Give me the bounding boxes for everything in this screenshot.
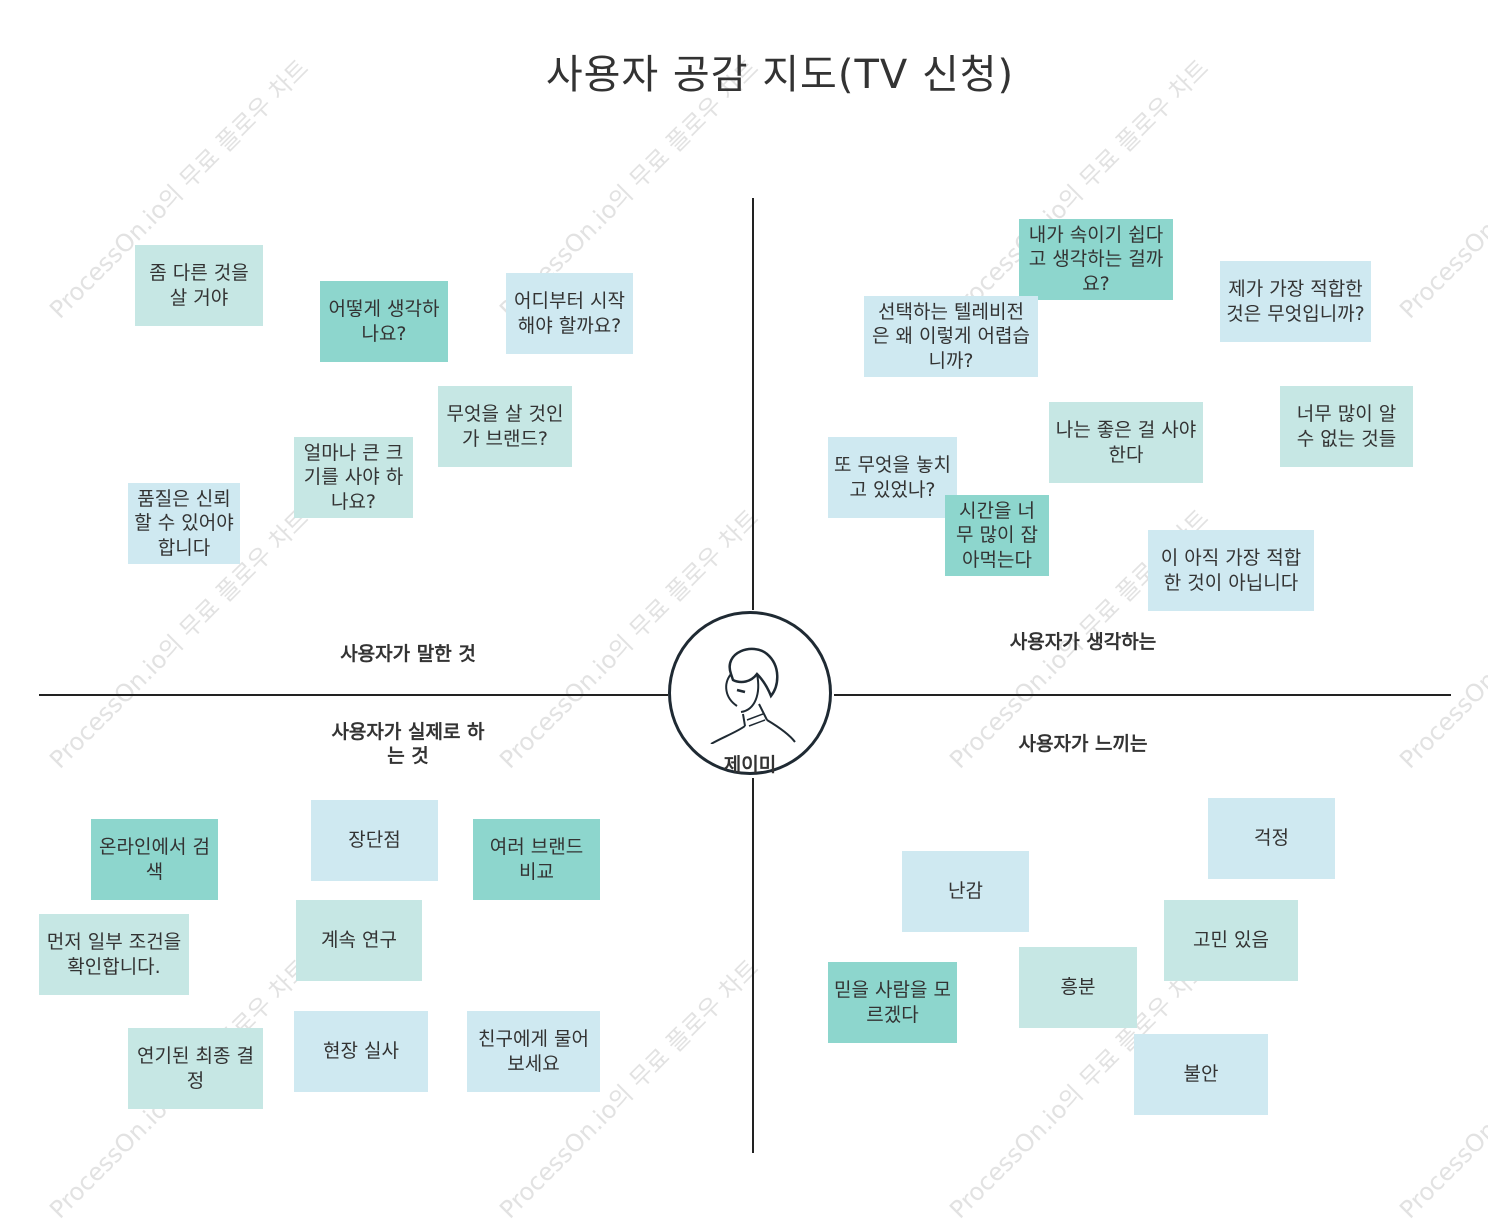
sticky-note-feels: 난감 (902, 851, 1029, 932)
quadrant-label-does: 사용자가 실제로 하는 것 (331, 721, 485, 767)
watermark: ProcessOn.io의 무료 플로우 차트 (1394, 954, 1488, 1225)
sticky-note-thinks: 시간을 너무 많이 잡아먹는다 (945, 495, 1049, 576)
vertical-axis-top (752, 198, 754, 610)
persona-sketch-icon (710, 647, 796, 744)
sticky-note-feels: 불안 (1134, 1034, 1268, 1115)
persona-name: 제이미 (723, 754, 777, 776)
sticky-note-does: 연기된 최종 결정 (128, 1028, 263, 1109)
sticky-note-says: 무엇을 살 것인가 브랜드? (438, 386, 572, 467)
sticky-note-thinks: 나는 좋은 걸 사야 한다 (1049, 402, 1203, 483)
persona-circle: 제이미 (668, 611, 832, 776)
quadrant-label-says: 사용자가 말한 것 (340, 643, 476, 665)
sticky-note-does: 현장 실사 (294, 1011, 428, 1092)
sticky-note-does: 계속 연구 (296, 900, 422, 981)
sticky-note-does: 먼저 일부 조건을 확인합니다. (39, 914, 189, 995)
sticky-note-thinks: 제가 가장 적합한 것은 무엇입니까? (1220, 261, 1371, 342)
sticky-note-says: 좀 다른 것을 살 거야 (135, 245, 263, 326)
page-title: 사용자 공감 지도(TV 신청) (545, 52, 1015, 98)
sticky-note-feels: 믿을 사람을 모르겠다 (828, 962, 957, 1043)
sticky-note-does: 온라인에서 검색 (91, 819, 218, 900)
horizontal-axis-right (834, 694, 1451, 696)
sticky-note-feels: 고민 있음 (1164, 900, 1298, 981)
sticky-note-thinks: 또 무엇을 놓치고 있었나? (828, 437, 957, 518)
sticky-note-does: 장단점 (311, 800, 438, 881)
sticky-note-thinks: 내가 속이기 쉽다고 생각하는 걸까요? (1019, 219, 1173, 300)
sticky-note-feels: 흥분 (1019, 947, 1137, 1028)
sticky-note-does: 친구에게 물어보세요 (467, 1011, 600, 1092)
watermark: ProcessOn.io의 무료 플로우 차트 (1394, 504, 1488, 775)
vertical-axis-bottom (752, 778, 754, 1153)
sticky-note-thinks: 선택하는 텔레비전은 왜 이렇게 어렵습니까? (864, 296, 1038, 377)
sticky-note-says: 어떻게 생각하나요? (320, 281, 448, 362)
sticky-note-does: 여러 브랜드 비교 (473, 819, 600, 900)
quadrant-label-thinks: 사용자가 생각하는 (1009, 631, 1157, 653)
sticky-note-says: 품질은 신뢰할 수 있어야 합니다 (128, 483, 240, 564)
sticky-note-says: 얼마나 큰 크기를 사야 하나요? (294, 437, 413, 518)
sticky-note-says: 어디부터 시작해야 할까요? (506, 273, 633, 354)
sticky-note-thinks: 너무 많이 알 수 없는 것들 (1280, 386, 1413, 467)
quadrant-label-feels: 사용자가 느끼는 (1018, 733, 1148, 755)
horizontal-axis-left (39, 694, 668, 696)
sticky-note-feels: 걱정 (1208, 798, 1335, 879)
sticky-note-thinks: 이 아직 가장 적합한 것이 아닙니다 (1148, 530, 1314, 611)
